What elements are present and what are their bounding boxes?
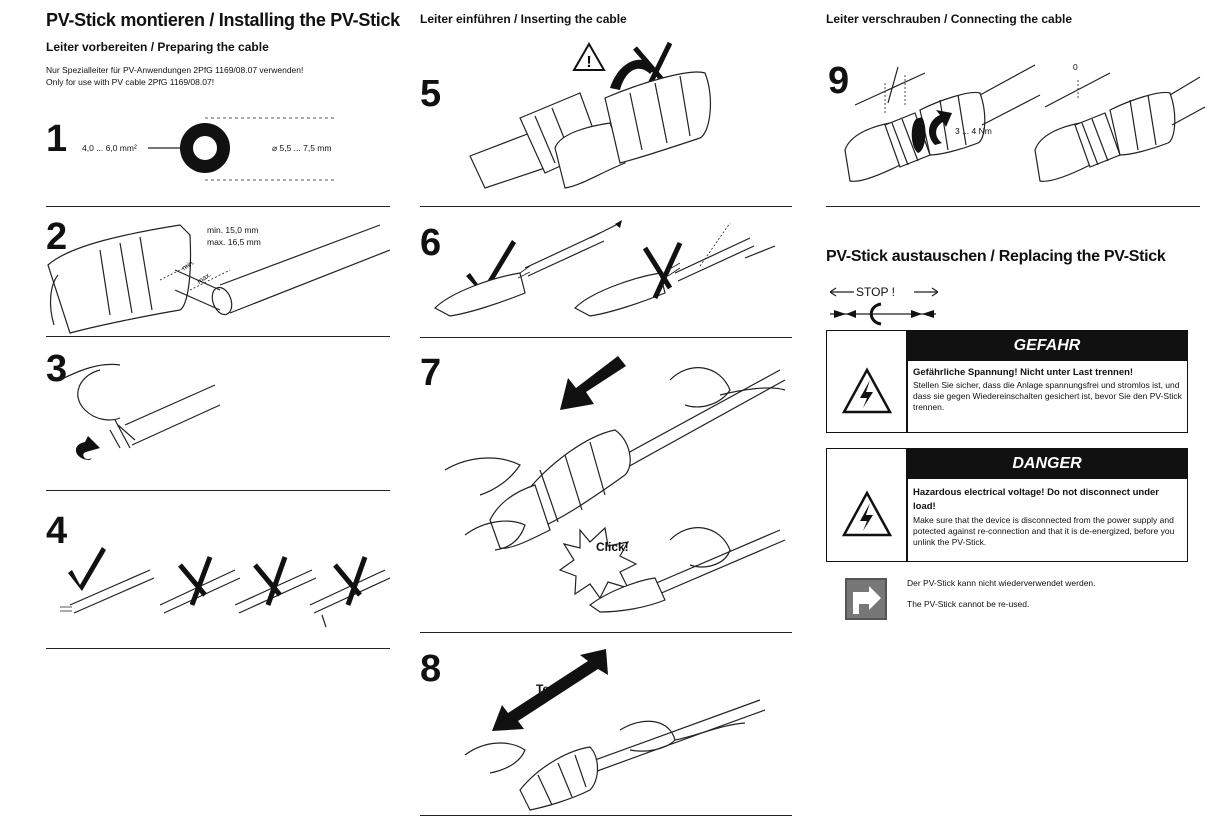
- reuse-note-de: Der PV-Stick kann nicht wiederverwendet …: [907, 578, 1096, 588]
- high-voltage-icon: [841, 490, 893, 537]
- step-6-number: 6: [420, 222, 442, 264]
- pull-test-figure: [464, 699, 766, 811]
- stop-label: STOP !: [856, 285, 895, 299]
- cable-strip-figure: [47, 224, 391, 334]
- strand-check-figure: [60, 547, 391, 628]
- step-4-number: 4: [46, 510, 68, 552]
- insert-connector-figure: [469, 41, 711, 189]
- note-en: Only for use with PV cable 2PfG 1169/08.…: [46, 77, 215, 87]
- step-8-number: 8: [420, 648, 442, 690]
- diameter-label: ⌀ 5,5 ... 7,5 mm: [272, 143, 332, 153]
- step-7-number: 7: [420, 352, 442, 394]
- danger-warning-box: DANGER Hazardous electrical voltage! Do …: [826, 448, 1188, 562]
- gefahr-warning-box: GEFAHR Gefährliche Spannung! Nicht unter…: [826, 330, 1188, 433]
- divider-2: [46, 336, 390, 337]
- insert-cable-check-figure: [434, 220, 776, 317]
- test-label: Test: [536, 682, 560, 696]
- gefahr-bold-text: Gefährliche Spannung! Nicht unter Last t…: [913, 367, 1134, 378]
- push-cable-figure: [444, 367, 786, 613]
- gefahr-header: GEFAHR: [907, 331, 1187, 361]
- danger-body-text: Make sure that the device is disconnecte…: [913, 515, 1175, 547]
- divider-5: [420, 206, 792, 207]
- gefahr-divider: [906, 331, 908, 432]
- divider-6: [420, 337, 792, 338]
- no-reuse-icon: [845, 578, 887, 620]
- screw-connector-figure: [844, 64, 1206, 182]
- col1-title: PV-Stick montieren / Installing the PV-S…: [46, 10, 400, 30]
- max-length-label: max. 16,5 mm: [207, 237, 261, 247]
- min-length-label: min. 15,0 mm: [207, 225, 259, 235]
- divider-7: [420, 632, 792, 633]
- click-label: Click!: [596, 540, 629, 554]
- svg-text:!: !: [586, 54, 591, 71]
- torque-label: 3 ... 4 Nm: [955, 126, 992, 136]
- pull-test-arrows: [492, 649, 608, 731]
- cable-cross-section-figure: [148, 117, 336, 181]
- col3-title: Leiter verschrauben / Connecting the cab…: [826, 12, 1073, 26]
- divider-8: [420, 815, 792, 816]
- danger-bold-text: Hazardous electrical voltage! Do not dis…: [913, 487, 1159, 512]
- danger-divider: [906, 449, 908, 561]
- divider-9: [826, 206, 1200, 207]
- step-9-number: 9: [828, 60, 850, 102]
- step-1-number: 1: [46, 118, 68, 160]
- warning-icon: !: [572, 41, 606, 71]
- col2-title: Leiter einführen / Inserting the cable: [420, 12, 627, 26]
- push-arrow-icon: [560, 356, 626, 410]
- stop-arrows-icon: [829, 287, 939, 326]
- gefahr-body-text: Stellen Sie sicher, dass die Anlage span…: [913, 380, 1182, 412]
- step-5-number: 5: [420, 73, 442, 115]
- cross-section-label: 4,0 ... 6,0 mm²: [82, 143, 137, 153]
- reuse-note-en: The PV-Stick cannot be re-used.: [907, 599, 1030, 609]
- divider-3: [46, 490, 390, 491]
- divider-4: [46, 648, 390, 649]
- col1-subtitle: Leiter vorbereiten / Preparing the cable: [46, 40, 269, 54]
- step-2-number: 2: [46, 216, 68, 258]
- gap-label: 0: [1073, 62, 1078, 72]
- twist-strands-figure: [59, 363, 221, 460]
- note-de: Nur Spezialleiter für PV-Anwendungen 2Pf…: [46, 65, 304, 75]
- replace-title: PV-Stick austauschen / Replacing the PV-…: [826, 248, 1166, 265]
- danger-header: DANGER: [907, 449, 1187, 479]
- divider-1: [46, 206, 390, 207]
- high-voltage-icon: [841, 367, 893, 414]
